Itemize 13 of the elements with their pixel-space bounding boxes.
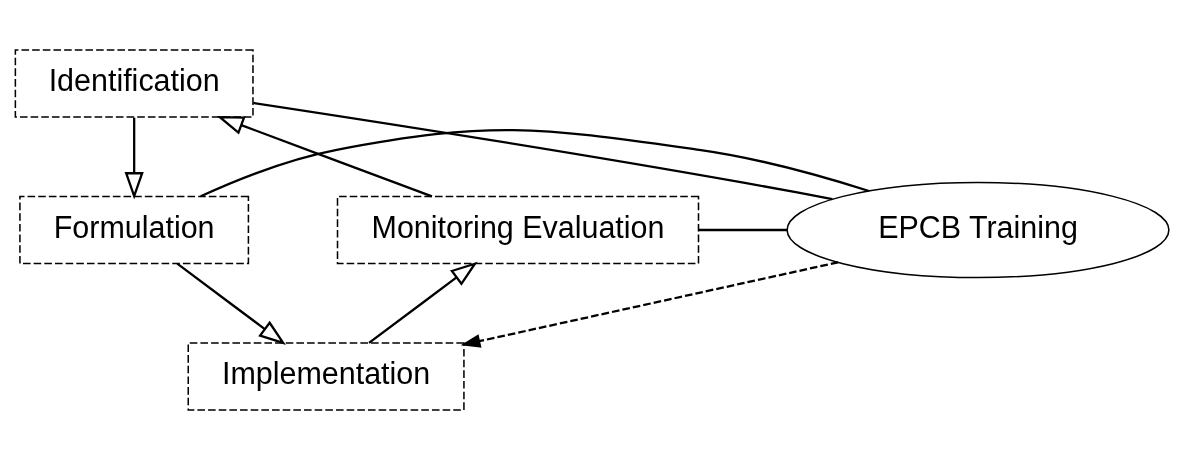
arrow: [460, 260, 839, 348]
node-ellipse: EPCB Training: [786, 181, 1170, 278]
connector: [698, 228, 787, 231]
arrow: [368, 261, 478, 344]
arrow: [216, 115, 433, 197]
node-box: Monitoring Evaluation: [336, 195, 700, 264]
connector: [200, 128, 870, 197]
node-box: Implementation: [187, 341, 465, 411]
connector: [253, 101, 833, 200]
arrow: [124, 117, 144, 200]
node-box: Identification: [14, 48, 254, 118]
arrow: [176, 262, 286, 345]
node-box: Formulation: [19, 195, 250, 264]
